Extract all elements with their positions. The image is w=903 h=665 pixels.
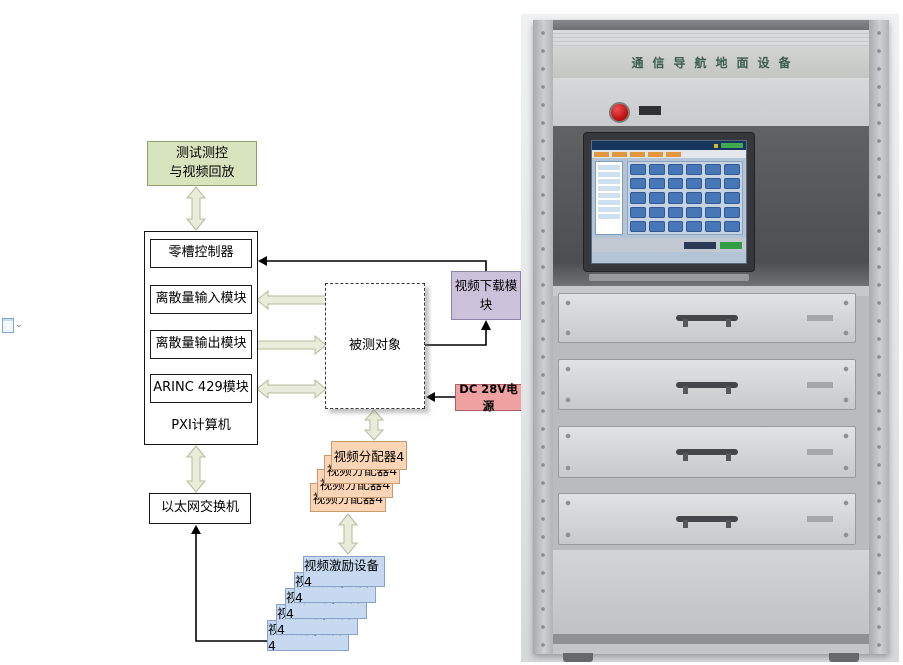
drawer-label [807,516,833,522]
rack-interior: 通信导航地面设备 [553,30,869,644]
node-pxi-computer-label: PXI计算机 [150,407,252,439]
arrow-arinc-dut [256,378,327,400]
rack-rail-right [869,20,889,654]
screen-side-list [595,161,623,235]
rack-top-cap [533,20,889,30]
control-panel [553,78,869,126]
vent-panel [553,30,869,46]
screen-body [592,158,746,238]
monitor-hinge-bar [589,274,749,281]
rack-drawer-3 [558,426,856,478]
node-label: PXI计算机 [171,417,231,433]
rack-monitor [583,132,755,272]
node-label: 视频激励设备4 [304,557,380,589]
rack-bottom-panel [553,550,869,634]
node-label: 视频分配器4 [333,449,405,464]
drawer-label [807,381,833,388]
rack-rail-left [533,20,553,654]
drawer-handle [676,449,738,461]
rack-caster-left [563,653,593,662]
node-dc-power: DC 28V电源 [455,381,522,413]
arrowhead-up [191,525,201,534]
node-label: DC 28V电源 [459,381,518,413]
screen-titlebar [592,141,746,150]
titlebar-indicator [714,143,718,148]
drawer-label [807,315,833,321]
page-icon [2,318,14,333]
equipment-rack-photo: 通信导航地面设备 [521,14,899,662]
panel-gap [553,286,869,296]
drawer-handle [676,315,738,327]
screen-menubar [592,150,746,158]
control-panel-label [639,106,661,115]
arrow-dut-splitter [363,409,385,441]
object-anchor-icon[interactable]: ⌄ [2,318,23,334]
node-label: 离散量输入模块 [155,291,247,307]
status-chip-green [720,241,742,249]
node-label: 零槽控制器 [168,245,234,261]
emergency-stop-button [609,102,630,123]
titlebar-status-chip [721,143,743,148]
connector-dut-videodl [425,328,487,346]
node-label: 视频下载模 块 [454,278,518,312]
node-label: 以太网交换机 [160,500,239,516]
rack-drawer-4 [558,493,856,545]
node-arinc429: ARINC 429模块 [150,374,252,403]
monitor-screen [591,140,747,264]
rack-caster-right [829,653,859,662]
node-label: 被测对象 [348,337,401,353]
node-label: ARINC 429模块 [153,380,249,396]
node-discrete-input: 离散量输入模块 [150,285,252,314]
stack-layer-front: 视频分配器4 [331,441,407,470]
arrowhead-up [481,320,491,330]
node-label: 离散量输出模块 [155,336,247,352]
arrow-chassis-ethernet [185,445,207,493]
node-test-playback: 测试测控 与视频回放 [147,141,257,186]
stack-layer-front: 视频激励设备4 [303,556,385,589]
rack-title: 通信导航地面设备 [631,55,800,70]
rack-drawer-1 [558,293,856,343]
drawer-handle [676,516,738,528]
status-chip [684,241,716,249]
screen-button-grid [627,161,743,235]
node-video-download: 视频下载模 块 [451,271,521,320]
node-device-under-test: 被测对象 [325,283,425,409]
chevron-down-icon: ⌄ [15,320,23,330]
connector-videodl-zeroslot [265,260,487,271]
node-zero-slot-controller: 零槽控制器 [150,239,252,268]
node-label: 测试测控 与视频回放 [169,145,235,180]
arrow-test-chassis [185,186,207,231]
rack-title-panel: 通信导航地面设备 [553,46,869,78]
drawer-label [807,449,833,455]
rack-cabinet: 通信导航地面设备 [533,20,889,662]
arrow-discrete-output-dut [256,334,327,356]
rack-base [553,634,869,644]
arrow-dut-discrete-input [256,289,327,311]
diagram-connectors [185,186,491,642]
monitor-bay [553,126,869,286]
arrowhead-left [426,392,435,402]
connector-exciter-ethernet [195,533,300,642]
screen-statusbar [592,238,746,252]
arrowhead-left [258,256,267,266]
node-ethernet-switch: 以太网交换机 [149,493,251,524]
rack-drawer-2 [558,359,856,410]
node-discrete-output: 离散量输出模块 [150,330,252,359]
arrow-splitter-exciter [337,513,359,555]
drawer-handle [676,381,738,394]
